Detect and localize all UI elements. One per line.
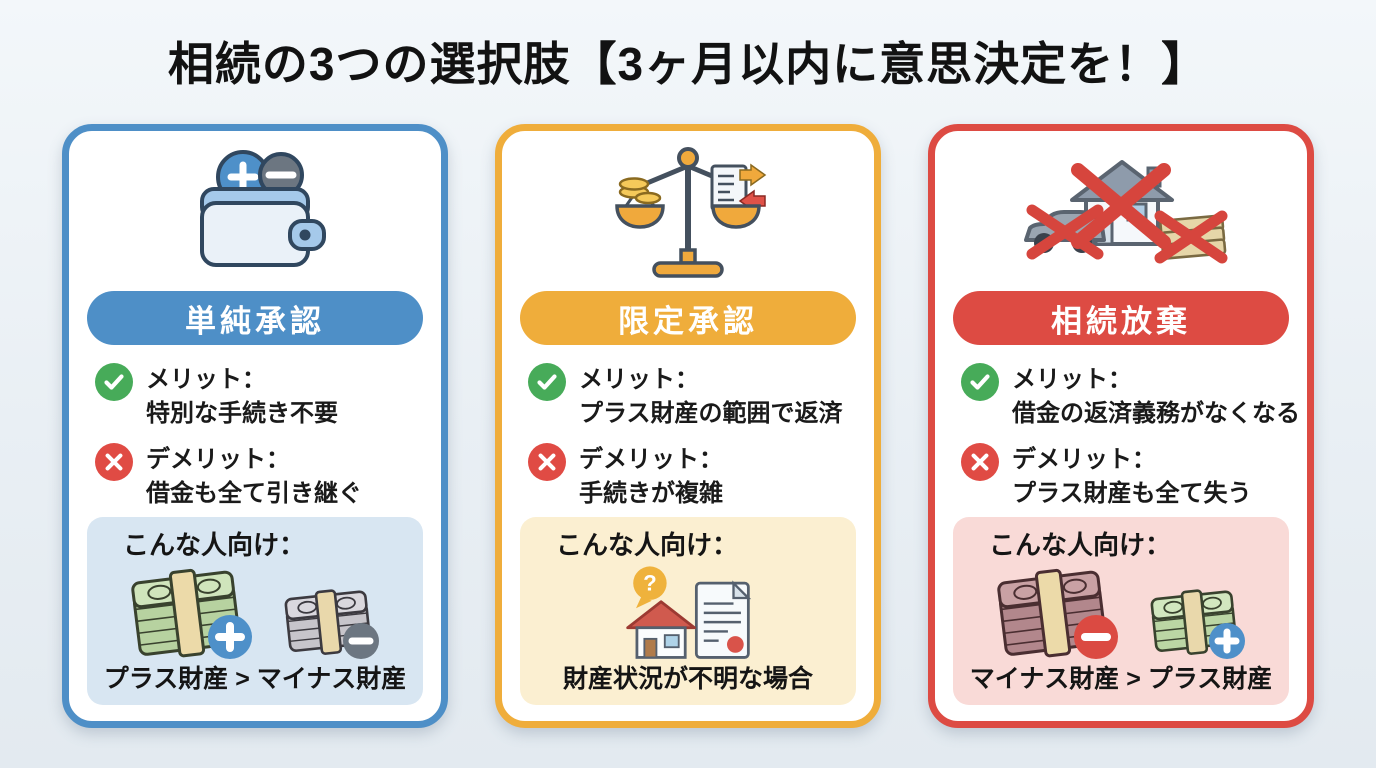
merit-text: 特別な手続き不要 <box>146 400 338 427</box>
merit-label: メリット： <box>146 366 266 393</box>
merit-label: メリット： <box>579 366 699 393</box>
merit-text: 借金の返済義務がなくなる <box>1012 400 1300 427</box>
check-circle-icon <box>961 363 999 401</box>
target-text: プラス財産 > マイナス財産 <box>103 665 407 693</box>
merit-row: メリット： プラス財産の範囲で返済 <box>528 363 856 431</box>
target-icons <box>961 561 1281 663</box>
merit-demerit-list: メリット： 特別な手続き不要 デメリット： 借金も全て引き継ぐ <box>87 363 423 511</box>
wallet-plus-minus-icon <box>200 150 326 267</box>
target-box: こんな人向け： ? 財産状況が不明な場合 <box>520 517 856 705</box>
target-icons <box>95 561 415 663</box>
target-label: こんな人向け： <box>989 530 1172 560</box>
money-stack-plus-icon <box>131 568 252 659</box>
merit-row: メリット： 特別な手続き不要 <box>95 363 423 431</box>
target-label: こんな人向け： <box>123 530 306 560</box>
card-renunciation: 相続放棄 メリット： 借金の返済義務がなくなる デメリット： プラス財産も全て失… <box>928 124 1314 728</box>
money-stack-minus-icon <box>284 589 379 659</box>
target-box: こんな人向け： <box>87 517 423 705</box>
demerit-row: デメリット： 借金も全て引き継ぐ <box>95 443 423 511</box>
merit-label: メリット： <box>1012 366 1132 393</box>
card-header-pill: 限定承認 <box>520 291 856 345</box>
card-icon-area <box>87 131 423 291</box>
cross-circle-icon <box>95 443 133 481</box>
page-title: 相続の3つの選択肢【3ヶ月以内に意思決定を！】 <box>167 38 1209 90</box>
target-box: こんな人向け： <box>953 517 1289 705</box>
card-icon-area <box>953 131 1289 291</box>
demerit-text: 借金も全て引き継ぐ <box>146 480 362 507</box>
target-label: こんな人向け： <box>556 530 739 560</box>
target-icons: ? <box>528 561 848 663</box>
card-simple-acceptance: 単純承認 メリット： 特別な手続き不要 デメリット： 借金も全て引き継ぐ <box>62 124 448 728</box>
demerit-text: プラス財産も全て失う <box>1012 480 1252 507</box>
svg-text:?: ? <box>643 571 657 596</box>
demerit-row: デメリット： プラス財産も全て失う <box>961 443 1289 511</box>
demerit-label: デメリット： <box>146 446 290 473</box>
merit-demerit-list: メリット： 借金の返済義務がなくなる デメリット： プラス財産も全て失う <box>953 363 1300 511</box>
merit-row: メリット： 借金の返済義務がなくなる <box>961 363 1300 431</box>
demerit-label: デメリット： <box>1012 446 1156 473</box>
cross-circle-icon <box>961 443 999 481</box>
check-circle-icon <box>95 363 133 401</box>
card-header-pill: 単純承認 <box>87 291 423 345</box>
cross-circle-icon <box>528 443 566 481</box>
card-limited-acceptance: 限定承認 メリット： プラス財産の範囲で返済 デメリット： 手続きが複雑 <box>495 124 881 728</box>
check-circle-icon <box>528 363 566 401</box>
money-stack-plus-icon <box>1150 589 1245 659</box>
card-icon-area <box>520 131 856 291</box>
demerit-row: デメリット： 手続きが複雑 <box>528 443 856 511</box>
crossed-out-assets-icon <box>1024 160 1228 264</box>
card-header-pill: 相続放棄 <box>953 291 1289 345</box>
merit-text: プラス財産の範囲で返済 <box>579 400 843 427</box>
target-text: マイナス財産 > プラス財産 <box>969 665 1273 693</box>
target-text: 財産状況が不明な場合 <box>562 665 813 693</box>
balance-scale-icon <box>615 147 767 278</box>
house-question-document-icon: ? <box>626 566 752 659</box>
demerit-label: デメリット： <box>579 446 723 473</box>
demerit-text: 手続きが複雑 <box>579 480 723 507</box>
money-stack-minus-icon <box>997 568 1118 659</box>
merit-demerit-list: メリット： プラス財産の範囲で返済 デメリット： 手続きが複雑 <box>520 363 856 511</box>
cards-container: 単純承認 メリット： 特別な手続き不要 デメリット： 借金も全て引き継ぐ <box>0 124 1376 728</box>
